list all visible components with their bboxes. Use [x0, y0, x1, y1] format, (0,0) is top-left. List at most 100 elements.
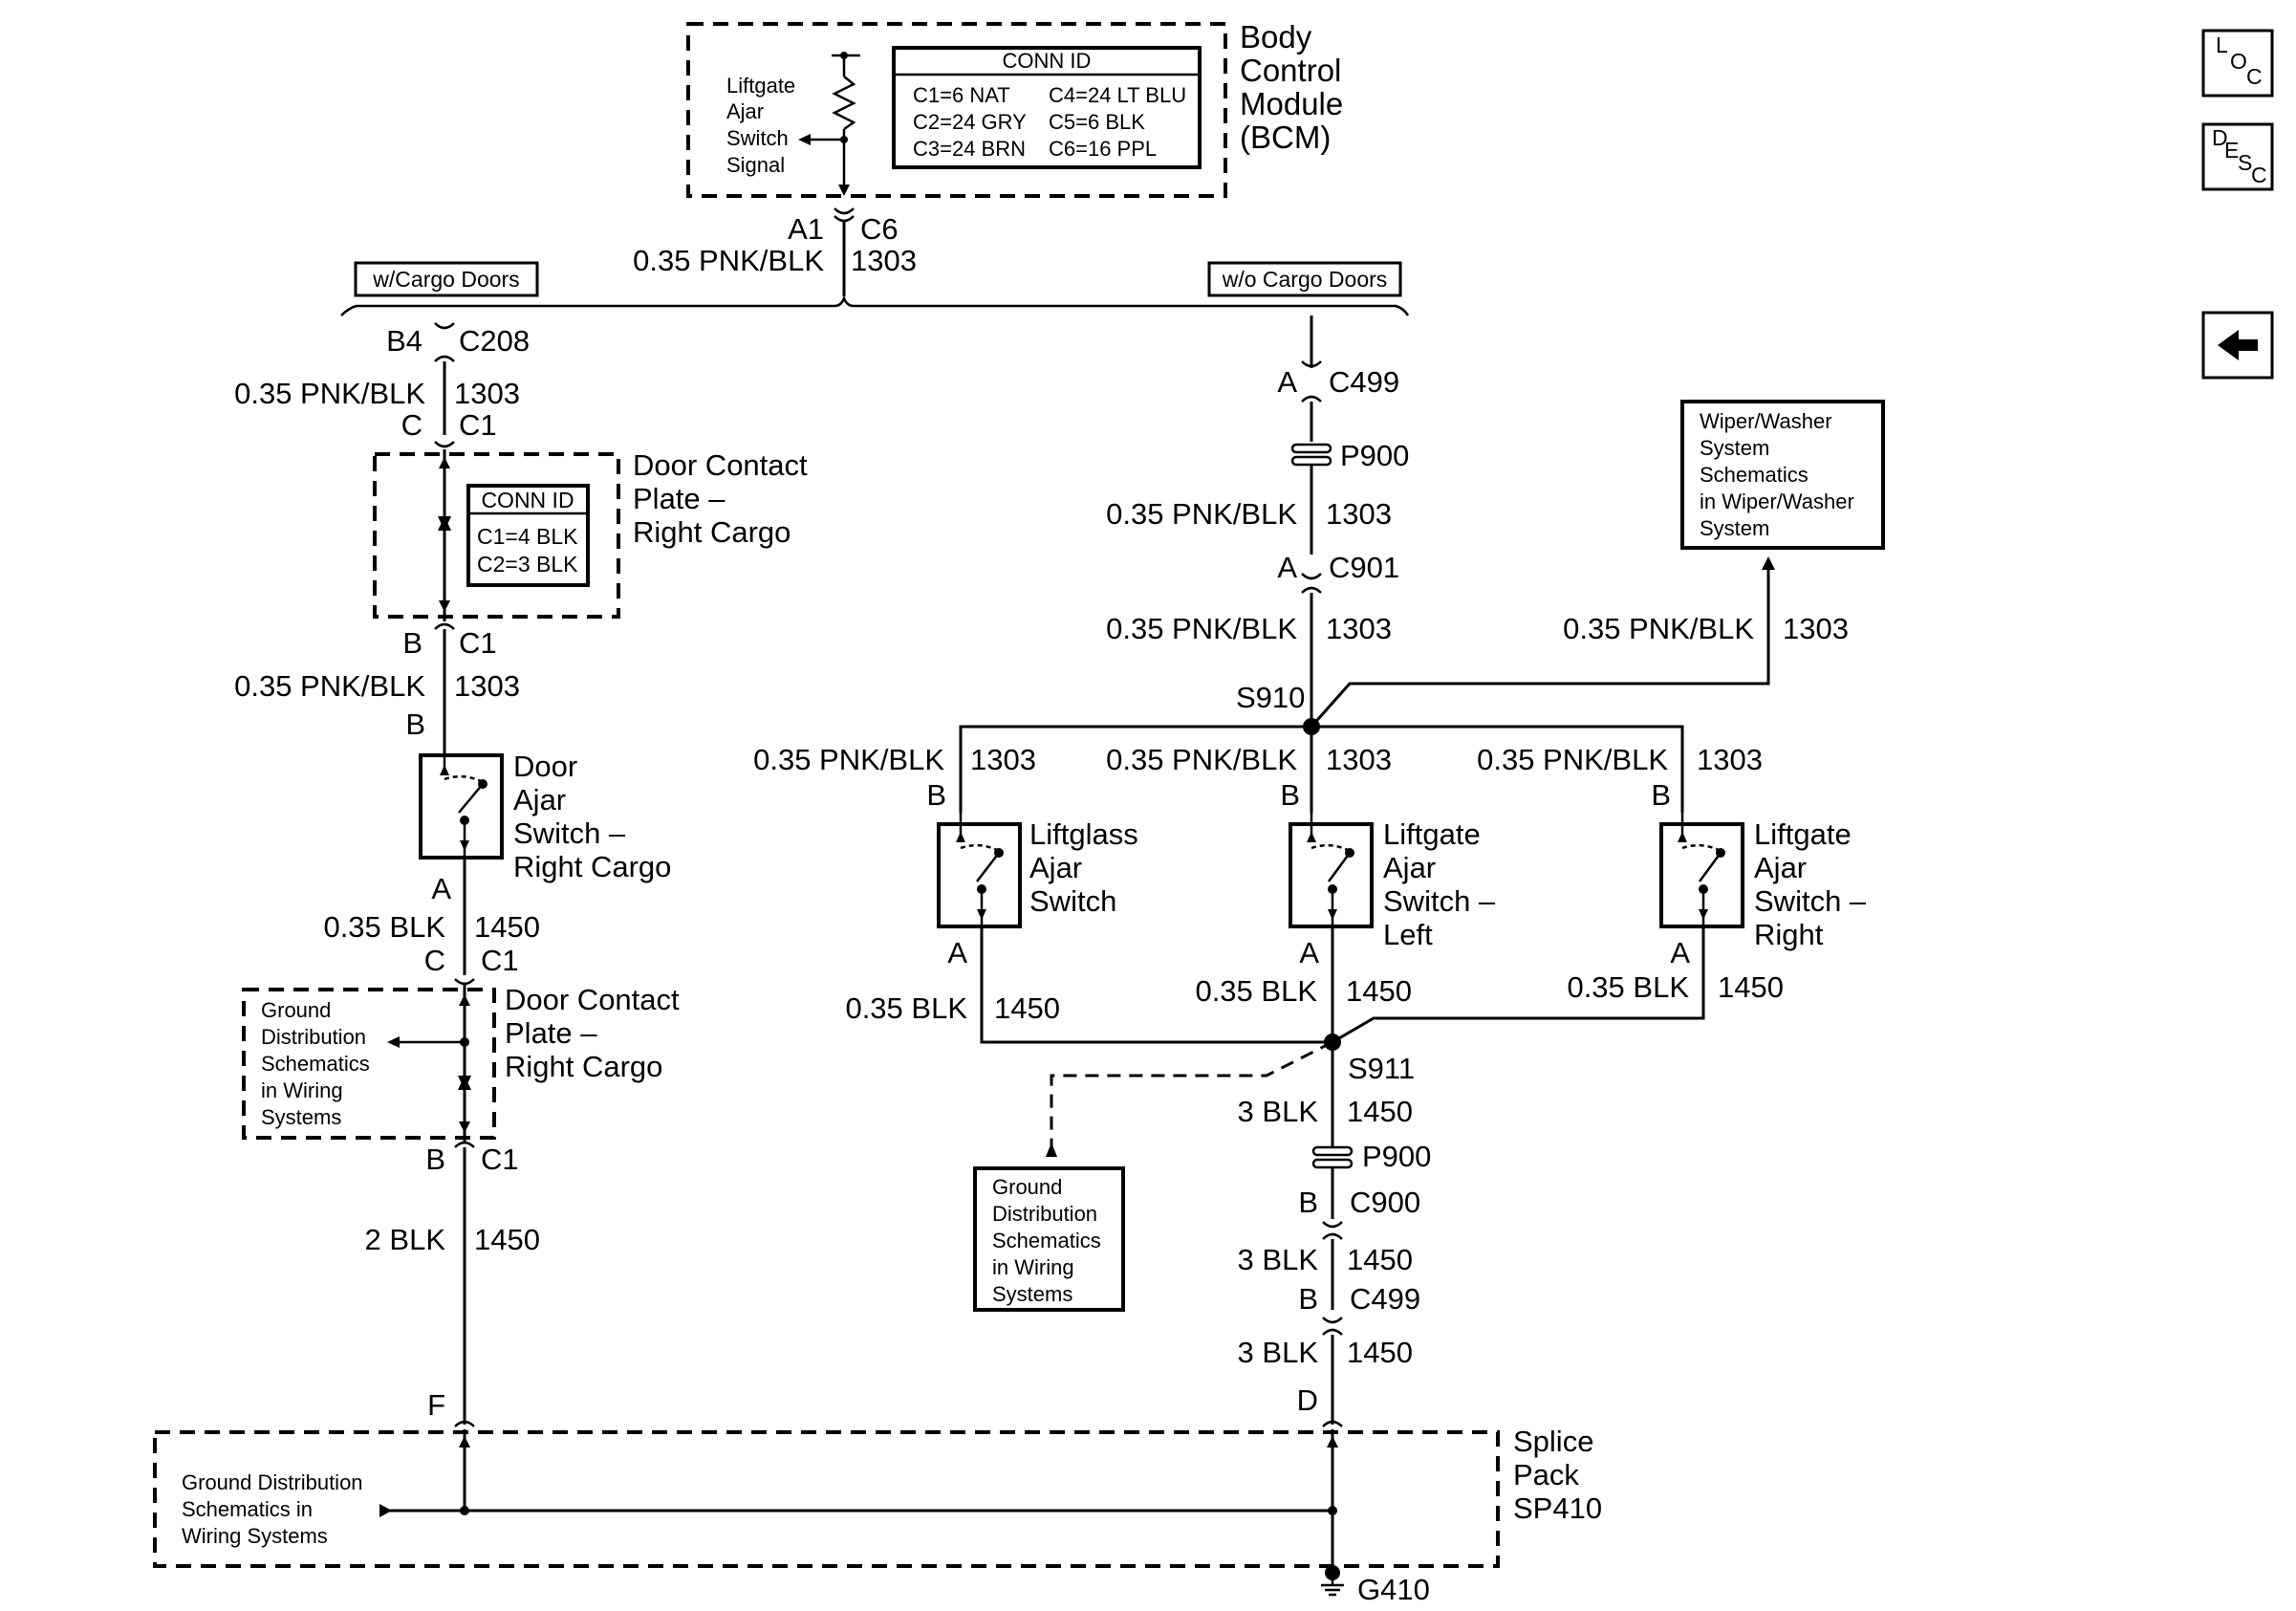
- sp-ground-line1: Ground Distribution: [182, 1470, 363, 1494]
- plate1-name-line2: Plate –: [633, 482, 726, 515]
- sw1-wire-circuit: 1303: [970, 743, 1036, 776]
- bcm-signal-line4: Signal: [726, 153, 785, 177]
- door-switch-name-line4: Right Cargo: [513, 850, 671, 883]
- ground-g410-label: G410: [1357, 1573, 1430, 1606]
- sw2-name-line4: Left: [1383, 918, 1433, 951]
- right-wire-a-label: 3 BLK: [1238, 1095, 1319, 1128]
- plate2-out-connector: C1: [481, 1143, 519, 1176]
- door-switch-pin-b: B: [405, 708, 425, 741]
- liftgate-ajar-switch-left: 0.35 PNK/BLK 1303 B Liftgate Ajar Switch…: [1106, 743, 1496, 1008]
- sw3-name-line4: Right: [1754, 918, 1824, 951]
- plate2-ground-line1: Ground: [261, 998, 331, 1022]
- sw1-pin-a: A: [947, 936, 967, 969]
- left-wire2-circuit: 1303: [454, 669, 520, 703]
- sw2-name-line1: Liftgate: [1383, 817, 1481, 851]
- bcm-conn-row3-right: C6=16 PPL: [1049, 137, 1157, 161]
- sw1-out-wire-label: 0.35 BLK: [845, 991, 967, 1025]
- bcm-resistor: [798, 52, 860, 196]
- loc-letter-c: C: [2246, 64, 2263, 89]
- sw1-out-wire-circuit: 1450: [994, 991, 1060, 1025]
- right-wire2-circuit: 1303: [1326, 612, 1392, 645]
- c900-connector: C900: [1350, 1186, 1420, 1219]
- left-branch: B4 C208 0.35 PNK/BLK 1303 C C1 CONN ID C…: [234, 322, 808, 1427]
- desc-letter-e: E: [2224, 138, 2239, 163]
- sw2-name-line2: Ajar: [1383, 851, 1436, 884]
- right-wire2-label: 0.35 PNK/BLK: [1106, 612, 1297, 645]
- right-wire-c-circuit: 1450: [1347, 1336, 1413, 1369]
- sw1-pin-b: B: [926, 778, 946, 812]
- wiper-washer-ref: Wiper/Washer System Schematics in Wiper/…: [1680, 400, 1885, 550]
- right-wire1-circuit: 1303: [1326, 497, 1392, 531]
- door-switch-pin-a: A: [431, 872, 451, 905]
- sp-name-line3: SP410: [1513, 1491, 1602, 1525]
- back-button[interactable]: [2201, 311, 2274, 380]
- right-wire-c-label: 3 BLK: [1238, 1336, 1319, 1369]
- c499b-pin: B: [1298, 1282, 1318, 1316]
- sw2-out-wire-label: 0.35 BLK: [1195, 974, 1317, 1008]
- c208-connector: C208: [459, 324, 530, 358]
- bcm-conn-row1-left: C1=6 NAT: [913, 83, 1010, 107]
- desc-letter-c: C: [2251, 163, 2267, 187]
- plate-in-connector: C1: [459, 408, 497, 442]
- plate-out-pin: B: [402, 626, 422, 660]
- loc-letter-o: O: [2230, 49, 2247, 74]
- plate2-ground-line4: in Wiring: [261, 1078, 343, 1102]
- sp-name-line1: Splice: [1513, 1425, 1593, 1458]
- left-sp-pin: F: [427, 1388, 445, 1422]
- desc-button[interactable]: D E S C: [2201, 122, 2274, 191]
- p900-bottom-label: P900: [1362, 1140, 1431, 1173]
- loc-button[interactable]: L O C: [2201, 29, 2274, 98]
- bcm-module: Body Control Module (BCM) Liftgate Ajar …: [686, 19, 1343, 198]
- left-wire4-circuit: 1450: [474, 1223, 540, 1256]
- sw3-name-line1: Liftgate: [1754, 817, 1852, 851]
- left-wire1-circuit: 1303: [454, 377, 520, 410]
- sp-ground-line3: Wiring Systems: [182, 1524, 328, 1548]
- plate2-name-line2: Plate –: [505, 1016, 597, 1050]
- plate2-out-pin: B: [425, 1143, 445, 1176]
- bcm-conn-id-title: CONN ID: [1003, 49, 1092, 73]
- right-wire1-label: 0.35 PNK/BLK: [1106, 497, 1297, 531]
- right-ground-line5: Systems: [992, 1282, 1072, 1306]
- splice-pack-sp410: Ground Distribution Schematics in Wiring…: [153, 1425, 1602, 1568]
- p900-top-label: P900: [1340, 439, 1409, 472]
- sw3-out-wire-circuit: 1450: [1718, 970, 1784, 1004]
- right-sp-pin: D: [1297, 1383, 1318, 1417]
- bcm-conn-row2-right: C5=6 BLK: [1049, 110, 1145, 134]
- right-wire-b-label: 3 BLK: [1238, 1243, 1319, 1276]
- door-contact-plate-2: Ground Distribution Schematics in Wiring…: [242, 983, 680, 1143]
- sw2-out-wire-circuit: 1450: [1346, 974, 1412, 1008]
- door-switch-name-line1: Door: [513, 750, 577, 783]
- bcm-conn-row2-left: C2=24 GRY: [913, 110, 1027, 134]
- sw3-pin-b: B: [1651, 778, 1671, 812]
- bcm-signal-line3: Switch: [726, 126, 789, 150]
- plate1-conn-row1: C1=4 BLK: [477, 524, 578, 549]
- plate1-conn-row2: C2=3 BLK: [477, 552, 578, 577]
- bcm-connector-c6: C6: [860, 212, 899, 246]
- desc-letter-d: D: [2212, 125, 2228, 150]
- plate2-ground-line3: Schematics: [261, 1052, 370, 1076]
- door-switch-name-line3: Switch –: [513, 816, 626, 850]
- option-with-cargo-doors: w/Cargo Doors: [372, 267, 519, 292]
- sp-ground-line2: Schematics in: [182, 1497, 313, 1521]
- loc-letter-l: L: [2216, 33, 2228, 57]
- c208-pin: B4: [386, 324, 422, 358]
- desc-letter-s: S: [2238, 150, 2252, 175]
- left-wire1-label: 0.35 PNK/BLK: [234, 377, 425, 410]
- wiper-ref-line1: Wiper/Washer: [1700, 409, 1832, 433]
- sw2-pin-b: B: [1280, 778, 1300, 812]
- plate-in-pin: C: [401, 408, 422, 442]
- plate2-in-pin: C: [424, 944, 445, 977]
- door-contact-plate-1: CONN ID C1=4 BLK C2=3 BLK Door Contact P…: [373, 448, 808, 621]
- c499b-connector: C499: [1350, 1282, 1420, 1316]
- plate2-ground-line2: Distribution: [261, 1025, 366, 1049]
- bcm-conn-row3-left: C3=24 BRN: [913, 137, 1026, 161]
- splice-s911-label: S911: [1348, 1052, 1415, 1085]
- sw2-name-line3: Switch –: [1383, 884, 1496, 918]
- wiper-ref-line4: in Wiper/Washer: [1700, 490, 1854, 513]
- splice-s910-label: S910: [1236, 681, 1305, 714]
- c901-pin: A: [1277, 551, 1297, 584]
- p900-bottom: [1311, 1145, 1354, 1169]
- option-without-cargo-doors: w/o Cargo Doors: [1222, 267, 1388, 292]
- wiper-ref-line2: System: [1700, 436, 1769, 460]
